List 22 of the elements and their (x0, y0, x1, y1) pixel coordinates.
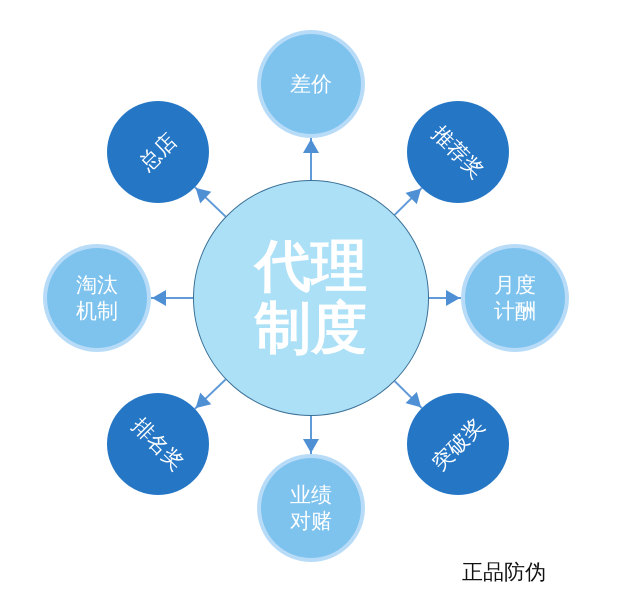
node-label: 业绩对赌 (289, 482, 333, 534)
node-label: 代理制度 (252, 236, 368, 360)
node-label: 推荐奖 (426, 120, 490, 185)
node-label: 月度计酬 (493, 272, 537, 324)
arrow (303, 416, 319, 454)
topic-circle (261, 458, 361, 558)
node-label: 突破奖 (426, 412, 490, 477)
arrow (394, 187, 423, 216)
topic-circle (47, 248, 147, 348)
arrow (429, 290, 461, 306)
arrow (151, 290, 193, 306)
arrow (303, 138, 319, 180)
arrow (194, 378, 226, 410)
node-label: 排名奖 (126, 412, 190, 477)
topic-circle (465, 248, 565, 348)
arrow (194, 186, 226, 218)
note-text: 正品防伪 (462, 559, 546, 586)
node-label: 淘汰机制 (75, 272, 119, 324)
node-label: 差价 (289, 70, 333, 98)
topic-circle (261, 34, 361, 134)
node-label: 总店 (134, 128, 182, 178)
arrow (394, 380, 423, 409)
